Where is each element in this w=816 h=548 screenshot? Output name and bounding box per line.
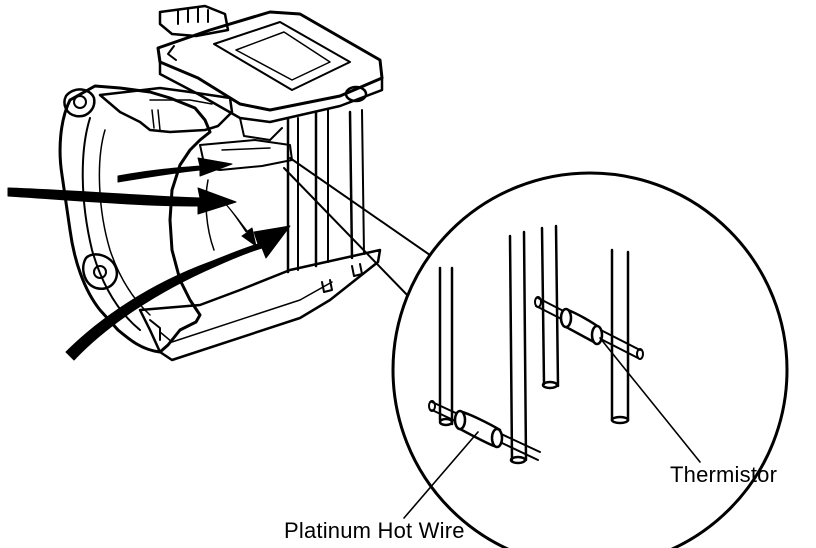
hot-wire-leader (403, 431, 479, 519)
support-rods (438, 224, 630, 465)
airflow-arrows (7, 157, 291, 361)
thermistor-label: Thermistor (670, 462, 778, 487)
platinum-hot-wire-label: Platinum Hot Wire (284, 518, 465, 543)
airflow-arrow-icon (219, 197, 257, 247)
detail-circle (391, 171, 789, 548)
control-module (156, 4, 384, 141)
sensor-housing (58, 84, 382, 362)
airflow-arrow-icon (65, 225, 291, 361)
leader-lines (403, 337, 701, 519)
airflow-arrow-icon (7, 187, 237, 215)
callout-lines (283, 157, 441, 301)
hot-wire-element (428, 400, 541, 461)
thermistor-leader (599, 337, 701, 463)
thermistor-element (534, 296, 644, 360)
magnified-detail (391, 171, 789, 548)
airflow-arrow-icon (117, 157, 233, 183)
